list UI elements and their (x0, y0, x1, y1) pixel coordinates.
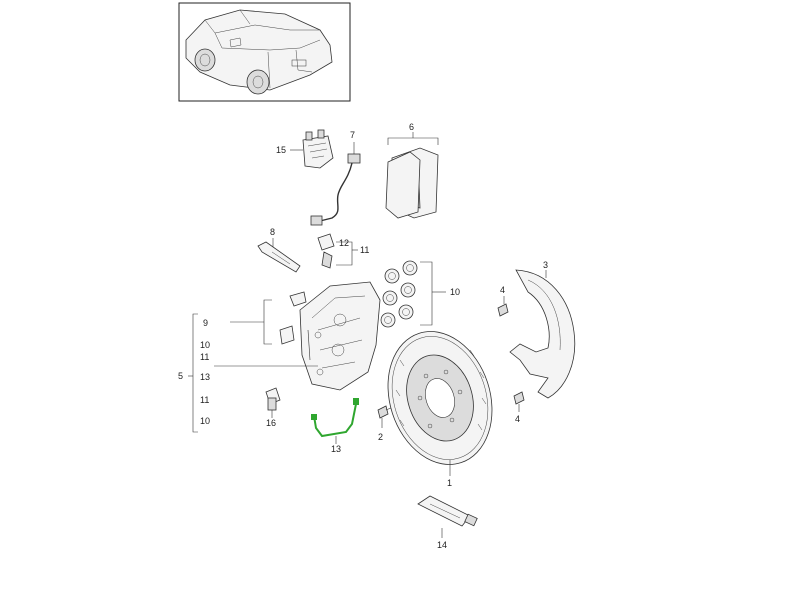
callout-7: 7 (350, 130, 355, 140)
callout-1: 1 (447, 478, 452, 488)
part-15-clip: 15 (276, 129, 334, 169)
callout-14: 14 (437, 540, 447, 550)
callout-5: 5 (178, 371, 183, 381)
callout-10-list-a: 10 (200, 340, 210, 350)
part-4-bolts: 4 4 (497, 285, 525, 424)
callout-13: 13 (331, 444, 341, 454)
part-1-brake-disc: 1 (387, 331, 493, 488)
callout-11-list-a: 11 (200, 352, 209, 362)
vehicle-thumbnail (178, 2, 351, 102)
callout-8: 8 (270, 227, 275, 237)
brake-caliper (299, 281, 381, 391)
callout-16: 16 (266, 418, 276, 428)
part-16-bolt: 16 (265, 387, 281, 428)
callout-13-list: 13 (200, 372, 210, 382)
callout-3: 3 (543, 260, 548, 270)
part-9-retainers: 9 (203, 291, 307, 345)
part-3-splash-shield: 3 (509, 260, 576, 399)
callout-9: 9 (203, 318, 208, 328)
callout-6: 6 (409, 122, 414, 132)
part-10-pistons: 10 (380, 260, 460, 328)
part-5-bracket-list: 5 10 11 13 11 10 (178, 313, 318, 433)
callout-12: 12 (339, 238, 349, 248)
callout-11-top: 11 (360, 245, 369, 255)
callout-11-list-b: 11 (200, 395, 209, 405)
callout-15: 15 (276, 145, 286, 155)
part-7-wear-sensor: 7 (310, 130, 361, 226)
part-12-11-clips: 12 11 (317, 233, 369, 269)
callout-10-pistons: 10 (450, 287, 460, 297)
callout-4-top: 4 (500, 285, 505, 295)
part-6-brake-pads: 6 (385, 122, 439, 219)
callout-10-list-b: 10 (200, 416, 210, 426)
part-8-bolt: 8 (257, 227, 301, 273)
callout-4-bottom: 4 (515, 414, 520, 424)
callout-2: 2 (378, 432, 383, 442)
part-13-brake-line: 13 (311, 398, 359, 454)
part-14-grease-tube: 14 (417, 495, 478, 550)
